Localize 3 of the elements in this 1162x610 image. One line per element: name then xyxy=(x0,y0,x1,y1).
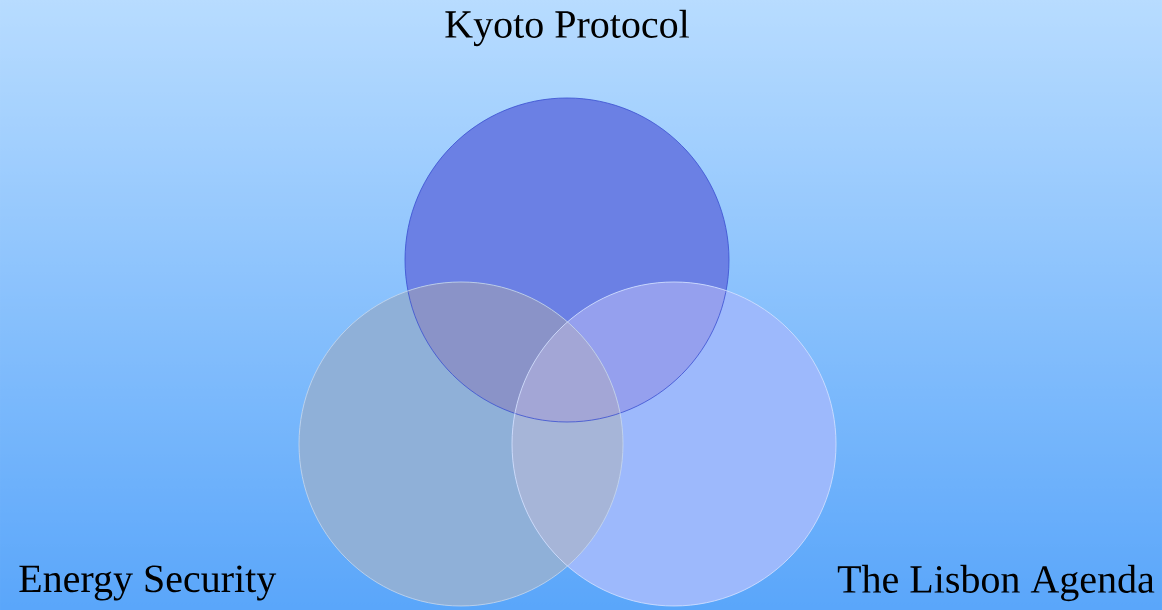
node-label: The Lisbon Agenda xyxy=(837,564,1155,602)
node-label: Kyoto Protocol xyxy=(445,9,689,47)
node-label: Energy Security xyxy=(19,565,277,601)
